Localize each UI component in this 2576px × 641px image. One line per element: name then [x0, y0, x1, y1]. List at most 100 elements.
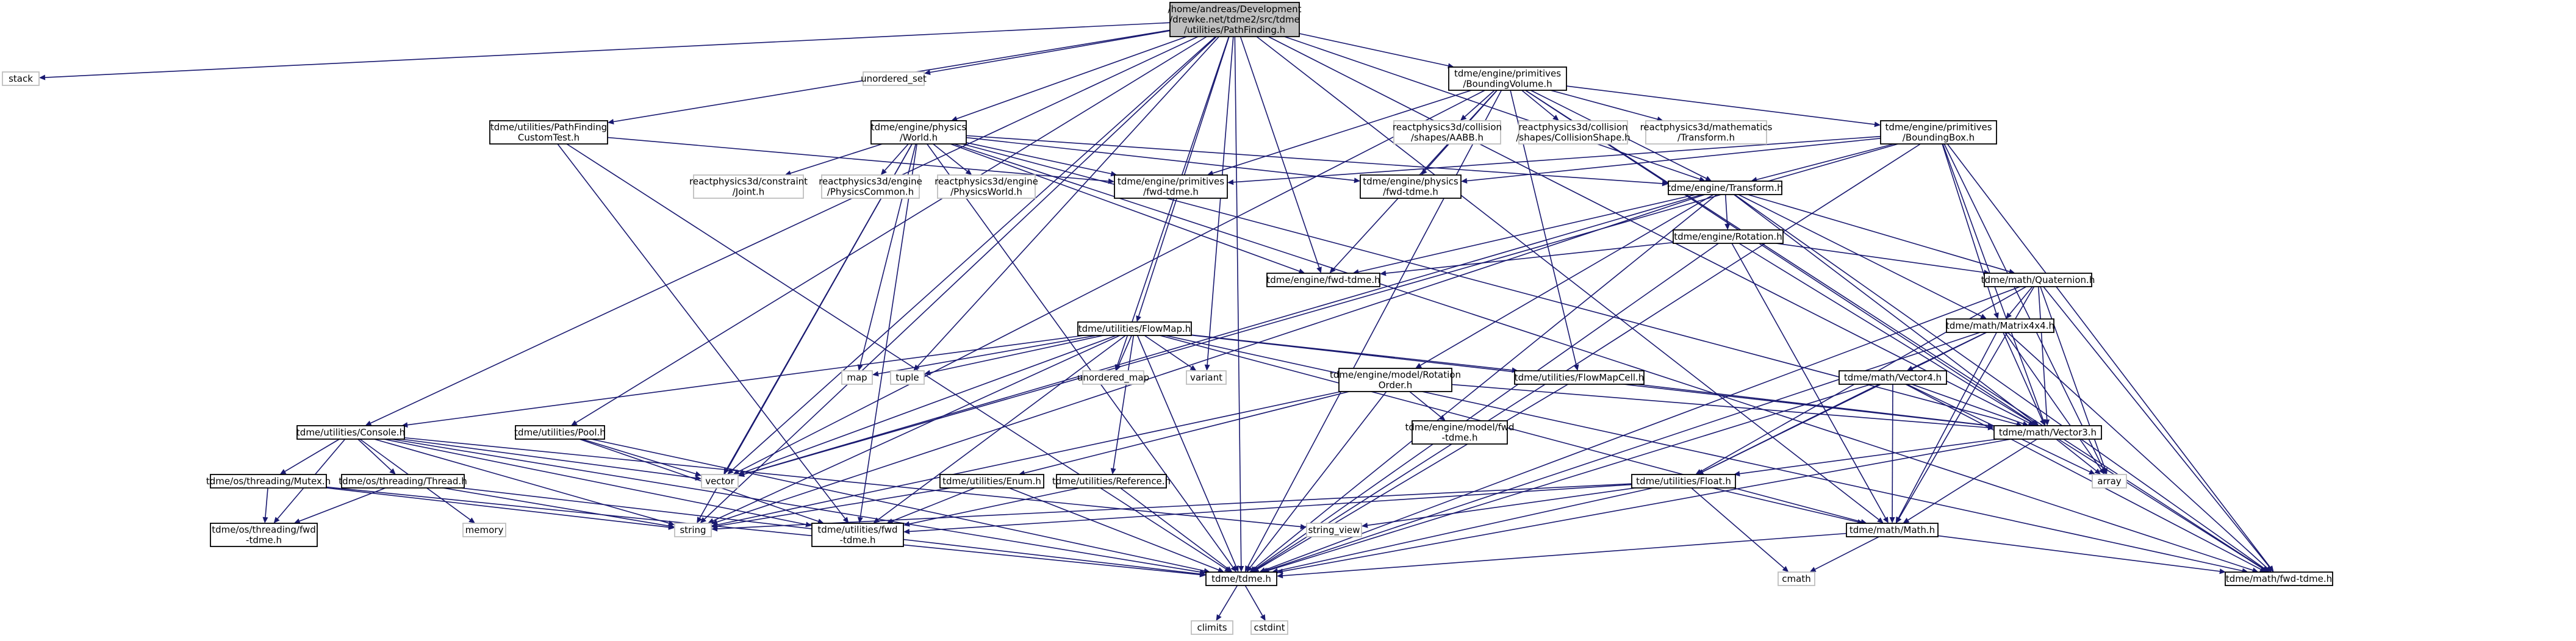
arrowhead-icon [2265, 565, 2272, 572]
node-primitives-fwd[interactable]: tdme/engine/primitives/fwd-tdme.h [1114, 174, 1228, 199]
arrowhead-icon [1354, 177, 1360, 184]
node-physics-world[interactable]: tdme/engine/physics/World.h [870, 120, 967, 145]
edge-line [1892, 384, 1893, 518]
node-box [1077, 321, 1192, 336]
node-vector4[interactable]: tdme/math/Vector4.h [1839, 370, 1947, 385]
edge-line [2009, 286, 2033, 315]
node-enum[interactable]: tdme/utilities/Enum.h [939, 474, 1044, 489]
edge-line [1525, 90, 2264, 570]
node-rp3d-joint: reactphysics3d/constraint/Joint.h [689, 174, 808, 199]
node-pool[interactable]: tdme/utilities/Pool.h [514, 425, 606, 440]
node-box [1191, 620, 1233, 635]
edge-line [1244, 585, 1263, 616]
include-edge-physics_world-to-primitives_fwd [966, 142, 1118, 177]
include-edge-console-to-thread [357, 439, 396, 474]
node-engine-fwd[interactable]: tdme/engine/fwd-tdme.h [1266, 273, 1380, 287]
edge-line [878, 335, 1097, 374]
node-physics-fwd[interactable]: tdme/engine/physics/fwd-tdme.h [1360, 174, 1462, 199]
arrowhead-icon [1461, 178, 1468, 184]
include-edge-reference-to-tdme_h [1120, 487, 1233, 572]
edge-line [1233, 135, 1881, 183]
arrowhead-icon [1108, 178, 1114, 184]
node-quaternion[interactable]: tdme/math/Quaternion.h [1981, 273, 2095, 287]
edge-line [370, 36, 1199, 424]
arrowhead-icon [1782, 566, 1789, 572]
include-edge-pathfinding-to-unordered_map [1114, 36, 1230, 371]
node-box [1631, 474, 1736, 489]
node-matrix4x4[interactable]: tdme/math/Matrix4x4.h [1946, 318, 2054, 333]
node-unordered-map: unordered_map [1077, 370, 1149, 385]
node-thread[interactable]: tdme/os/threading/Thread.h [339, 474, 467, 489]
edge-line [1136, 335, 1237, 567]
include-edge-boundingvolume-to-rp3d_aabb [1460, 90, 1495, 121]
node-utilities-fwd[interactable]: tdme/utilities/fwd-tdme.h [811, 523, 904, 547]
node-flowmap[interactable]: tdme/utilities/FlowMap.h [1077, 321, 1192, 336]
node-label-line: tdme/engine/model/Rotation [1330, 370, 1461, 381]
node-label-line: tdme/math/Matrix4x4.h [1946, 320, 2054, 331]
node-box [1250, 620, 1288, 635]
node-box [1518, 120, 1628, 145]
node-label-line: tdme/utilities/Reference.h [1052, 476, 1171, 487]
node-box [1448, 66, 1567, 91]
node-label-line: /utilities/PathFinding.h [1184, 24, 1285, 35]
node-threading-fwd[interactable]: tdme/os/threading/fwd-tdme.h [210, 523, 318, 547]
edge-line [953, 143, 2253, 571]
include-edge-boundingvolume-to-vector [733, 90, 1485, 474]
edge-line [1257, 384, 1568, 570]
node-reference[interactable]: tdme/utilities/Reference.h [1052, 474, 1171, 489]
include-edge-vector3-to-float [1734, 439, 1998, 477]
node-label-line: vector [705, 476, 734, 487]
include-edge-pool-to-tdme_h [591, 439, 1210, 574]
node-mutex[interactable]: tdme/os/threading/Mutex.h [206, 474, 331, 489]
node-boundingvolume[interactable]: tdme/engine/primitives/BoundingVolume.h [1448, 66, 1567, 91]
include-edge-thread-to-string [442, 487, 675, 529]
edge-line [374, 439, 669, 524]
arrowhead-icon [1903, 517, 1910, 523]
arrowhead-icon [1699, 176, 1706, 182]
include-edge-pathfinding-to-physics_world [951, 36, 1187, 121]
edge-line [1257, 143, 1921, 570]
arrowhead-icon [401, 422, 408, 428]
edge-line [607, 137, 1109, 182]
node-flowmapcell[interactable]: tdme/utilities/FlowMapCell.h [1514, 370, 1645, 385]
arrowhead-icon [2089, 469, 2096, 474]
include-edge-flowmapcell-to-tdme_h [1252, 384, 1568, 572]
node-tuple: tuple [890, 370, 925, 385]
node-math-h[interactable]: tdme/math/Math.h [1846, 523, 1939, 537]
edge-line [1282, 439, 2011, 572]
node-pathfinding[interactable]: /home/andreas/Development/drewke.net/tdm… [1168, 2, 1302, 37]
node-math-fwd[interactable]: tdme/math/fwd-tdme.h [2225, 571, 2333, 586]
include-edge-pool-to-utilities_fwd [579, 439, 824, 524]
node-box [1205, 571, 1277, 586]
node-console[interactable]: tdme/utilities/Console.h [296, 425, 405, 440]
include-edge-pool-to-vector [581, 439, 701, 477]
include-edge-physics_world-to-math_fwd [953, 143, 2259, 573]
node-float[interactable]: tdme/utilities/Float.h [1631, 474, 1736, 489]
node-boundingbox[interactable]: tdme/engine/primitives/BoundingBox.h [1880, 120, 1997, 145]
node-transform[interactable]: tdme/engine/Transform.h [1667, 181, 1783, 195]
node-label-line: unordered_set [861, 73, 927, 85]
include-edge-float-to-math_h [1712, 487, 1864, 525]
node-label-line: /fwd-tdme.h [1383, 187, 1438, 198]
node-model-fwd[interactable]: tdme/engine/model/fwd-tdme.h [1405, 420, 1515, 445]
node-box [674, 523, 712, 537]
include-edge-flowmap-to-math_fwd [1165, 335, 2248, 574]
node-label-line: CustomTest.h [518, 132, 579, 143]
edge-line [717, 194, 1706, 523]
node-vector3[interactable]: tdme/math/Vector3.h [1993, 425, 2102, 440]
edge-line [557, 143, 845, 519]
edge-line [731, 36, 1216, 471]
node-rotation[interactable]: tdme/engine/Rotation.h [1673, 229, 1784, 244]
node-label-line: tdme/engine/model/fwd [1405, 422, 1514, 433]
edge-line [892, 487, 975, 522]
arrowhead-icon [389, 468, 396, 474]
node-tdme-h[interactable]: tdme/tdme.h [1205, 571, 1277, 586]
node-label-line: tdme/tdme.h [1211, 573, 1271, 584]
node-box [2092, 474, 2127, 489]
node-box [1673, 229, 1784, 244]
node-label-line: -tdme.h [246, 535, 282, 546]
arrowhead-icon [39, 74, 46, 81]
